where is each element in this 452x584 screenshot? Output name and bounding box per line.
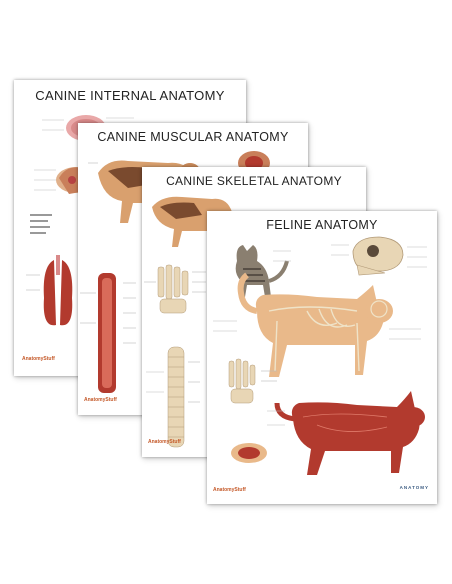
brand-logo: AnatomyStuff	[148, 439, 181, 445]
poster-title: CANINE MUSCULAR ANATOMY	[97, 130, 289, 144]
heart-inset-illustration	[231, 443, 267, 463]
brand-logo: AnatomyStuff	[22, 356, 55, 362]
feline-illustrations	[213, 236, 427, 475]
cat-skull-illustration	[352, 236, 404, 276]
tabby-cat-illustration	[235, 245, 289, 297]
brand-logo: AnatomyStuff	[213, 487, 246, 493]
cat-muscle-illustration	[274, 391, 425, 475]
dog-skeleton-illustration	[144, 196, 232, 448]
anatomy-corner-logo: ANATOMY	[399, 485, 429, 490]
cat-paw-illustration	[228, 358, 256, 404]
brand-logo: AnatomyStuff	[84, 397, 117, 403]
poster-title: CANINE SKELETAL ANATOMY	[166, 174, 342, 188]
poster-title: FELINE ANATOMY	[266, 218, 378, 232]
cat-skeleton-illustration	[237, 272, 393, 377]
poster-feline-anatomy: FELINE ANATOMY	[207, 211, 437, 504]
poster-title: CANINE INTERNAL ANATOMY	[35, 88, 225, 103]
